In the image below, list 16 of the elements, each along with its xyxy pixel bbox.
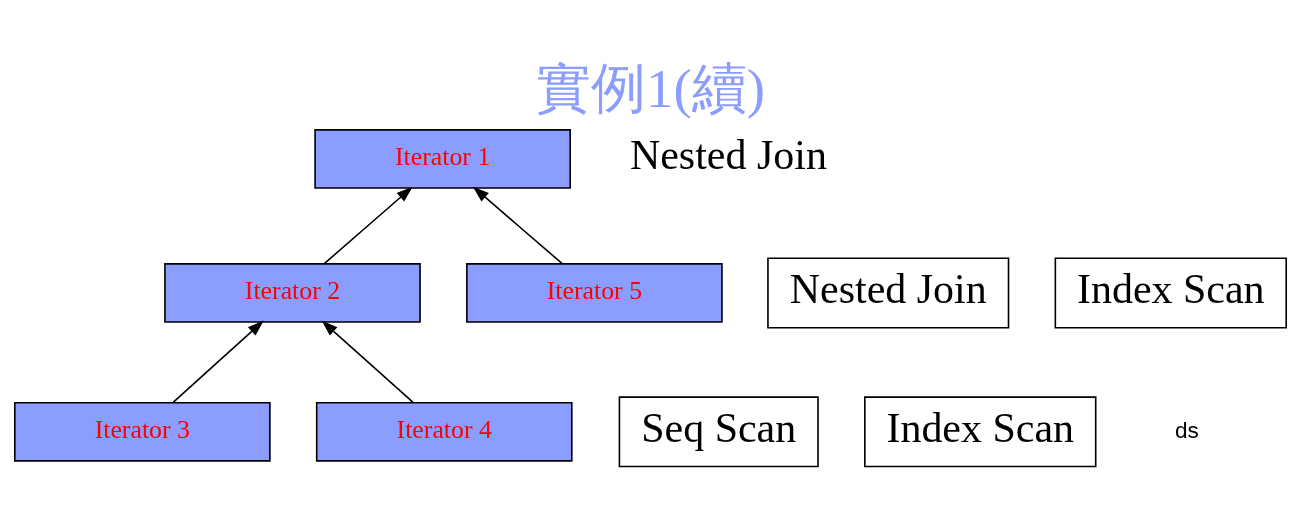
node-box: Nested Join	[767, 257, 1010, 329]
node-box: Index Scan	[1054, 257, 1287, 329]
node-box: Index Scan	[864, 396, 1097, 468]
node-box: Iterator 4	[315, 401, 573, 462]
arrow	[472, 186, 564, 265]
node-box: Iterator 3	[14, 401, 271, 462]
diagram-title: 實例1(續)	[536, 57, 765, 119]
arrow	[323, 186, 413, 265]
arrow	[172, 320, 264, 403]
node-box: Iterator 1	[314, 129, 571, 189]
label: ds	[1174, 417, 1199, 443]
node-box: Iterator 2	[164, 263, 421, 323]
arrow	[321, 320, 414, 403]
node-box: Iterator 5	[466, 263, 723, 323]
node-label: Nested Join	[629, 132, 827, 179]
node-box: Seq Scan	[618, 396, 819, 468]
